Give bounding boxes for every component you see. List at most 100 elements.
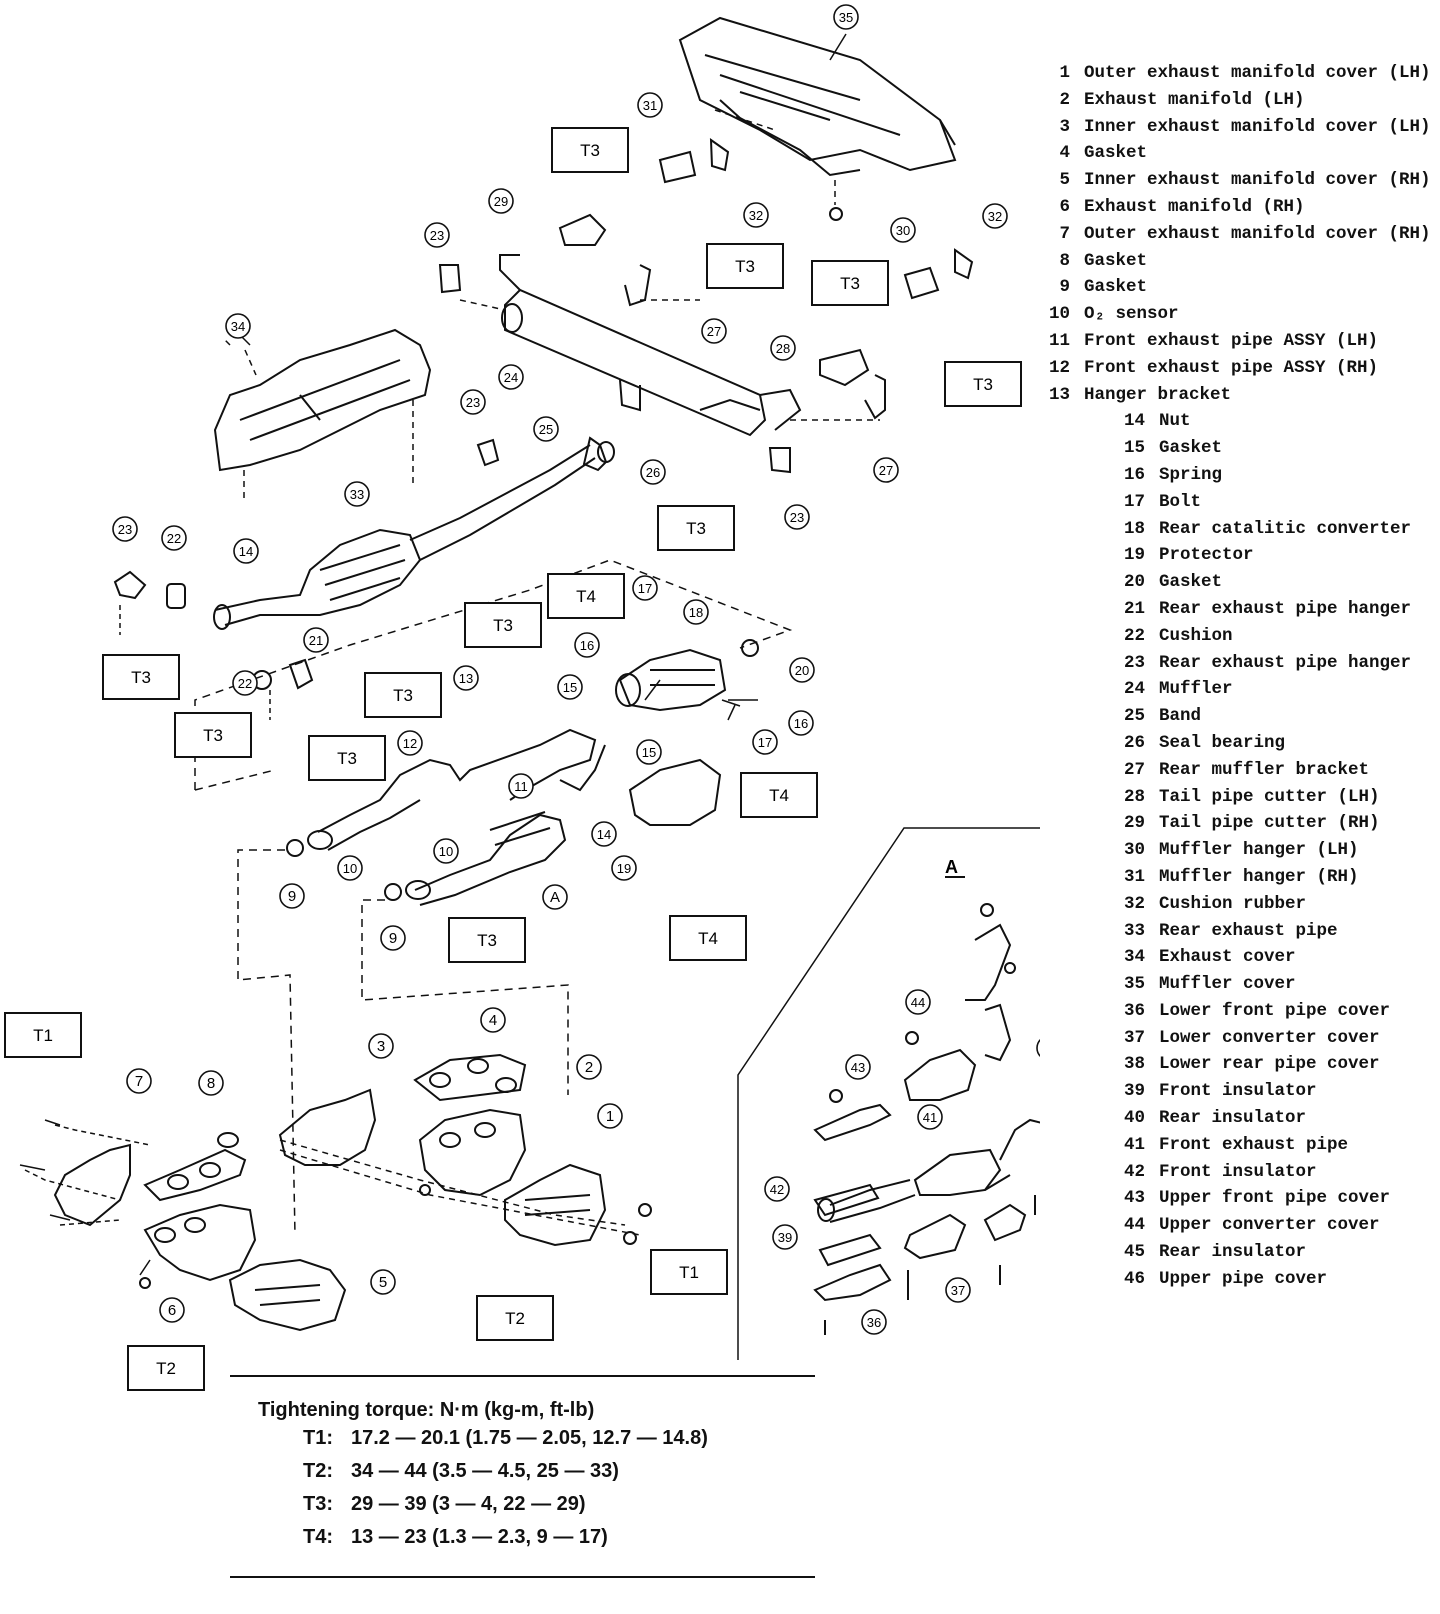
legend-number: 21 (1123, 598, 1145, 619)
callout-number: 29 (494, 194, 508, 209)
callout-number: 9 (288, 888, 296, 905)
legend-number: 12 (1048, 357, 1070, 378)
torque-box-t3: T3 (464, 602, 542, 648)
legend-text: Exhaust cover (1159, 947, 1296, 968)
callout-25: 25 (533, 416, 559, 442)
callout-number: 39 (778, 1230, 792, 1245)
exhaust-cover (213, 328, 432, 472)
torque-code: T1 (33, 1026, 53, 1045)
callout-number: 2 (585, 1059, 593, 1076)
callout-16: 16 (788, 710, 814, 736)
manifold-assembly-lh (278, 1053, 607, 1247)
legend-number: 42 (1123, 1161, 1145, 1182)
legend-number: 33 (1123, 920, 1145, 941)
callout-number: 27 (707, 324, 721, 339)
callout-26: 26 (640, 459, 666, 485)
callout-9: 9 (380, 925, 406, 951)
legend-number: 43 (1123, 1188, 1145, 1209)
legend-text: Lower rear pipe cover (1159, 1054, 1380, 1075)
legend-text: Gasket (1084, 277, 1148, 298)
callout-number: 31 (643, 98, 657, 113)
callout-6: 6 (159, 1297, 185, 1323)
callout-number: 43 (851, 1060, 865, 1075)
torque-bottom-rule (230, 1576, 815, 1578)
callout-number: 16 (580, 638, 594, 653)
callout-number: 10 (343, 861, 357, 876)
torque-box-t2: T2 (127, 1345, 205, 1391)
callout-17: 17 (632, 575, 658, 601)
legend-text: Front insulator (1159, 1161, 1317, 1182)
muffler-cover (678, 16, 957, 177)
legend-text: Muffler hanger (LH) (1159, 840, 1359, 861)
callout-number: 32 (749, 208, 763, 223)
torque-code: T3 (686, 519, 706, 538)
callout-number: 41 (923, 1110, 937, 1125)
torque-box-t3: T3 (706, 243, 784, 289)
callout-10: 10 (433, 838, 459, 864)
callout-7: 7 (126, 1068, 152, 1094)
legend-text: Upper converter cover (1159, 1215, 1380, 1236)
callout-number: 22 (238, 676, 252, 691)
legend-text: Inner exhaust manifold cover (LH) (1084, 116, 1431, 137)
legend-text: Lower converter cover (1159, 1027, 1380, 1048)
callout-number: 32 (988, 209, 1002, 224)
torque-box-t1: T1 (650, 1249, 728, 1295)
legend-text: Muffler (1159, 679, 1233, 700)
legend-text: Rear muffler bracket (1159, 759, 1370, 780)
callout-number: 23 (790, 510, 804, 525)
callout-number: 44 (911, 995, 925, 1010)
legend-number: 46 (1123, 1268, 1145, 1289)
callout-28: 28 (770, 335, 796, 361)
legend-number: 27 (1123, 759, 1145, 780)
callout-number: 22 (167, 531, 181, 546)
callout-number: 34 (231, 319, 245, 334)
callout-41: 41 (917, 1104, 943, 1130)
legend-number: 9 (1059, 277, 1070, 298)
rear-catalytic-converter (615, 648, 727, 712)
callout-number: 23 (118, 522, 132, 537)
callout-number: 13 (459, 671, 473, 686)
callout-number: 26 (646, 465, 660, 480)
callout-8: 8 (198, 1070, 224, 1096)
callout-9: 9 (279, 883, 305, 909)
callout-number: 19 (617, 861, 631, 876)
callout-number: 23 (430, 228, 444, 243)
legend-number: 41 (1123, 1134, 1145, 1155)
callout-number: 11 (514, 779, 528, 794)
legend-text: Outer exhaust manifold cover (LH) (1084, 63, 1431, 83)
legend-number: 18 (1123, 518, 1145, 539)
callout-12: 12 (397, 730, 423, 756)
legend-number: 23 (1123, 652, 1145, 673)
callout-29: 29 (488, 188, 514, 214)
callout-17: 17 (752, 729, 778, 755)
callout-23: 23 (112, 516, 138, 542)
torque-row-t2: T2:34 — 44 (3.5 — 4.5, 25 — 33) (303, 1460, 619, 1482)
callout-23: 23 (424, 222, 450, 248)
callout-23: 23 (460, 389, 486, 415)
legend-text: Front exhaust pipe (1159, 1134, 1349, 1155)
callout-number: A (550, 889, 560, 906)
torque-top-rule (230, 1375, 815, 1377)
torque-row-t4: T4:13 — 23 (1.3 — 2.3, 9 — 17) (303, 1526, 608, 1548)
callout-33: 33 (344, 481, 370, 507)
exhaust-system-exploded-diagram: 3531322923303227283424232526272333232214… (4, 4, 1040, 1391)
legend-text: Gasket (1159, 572, 1223, 593)
legend-number: 8 (1059, 250, 1070, 271)
legend-item-41: 41 Front exhaust pipe (1030, 1132, 1435, 1159)
torque-box-t3: T3 (308, 735, 386, 781)
